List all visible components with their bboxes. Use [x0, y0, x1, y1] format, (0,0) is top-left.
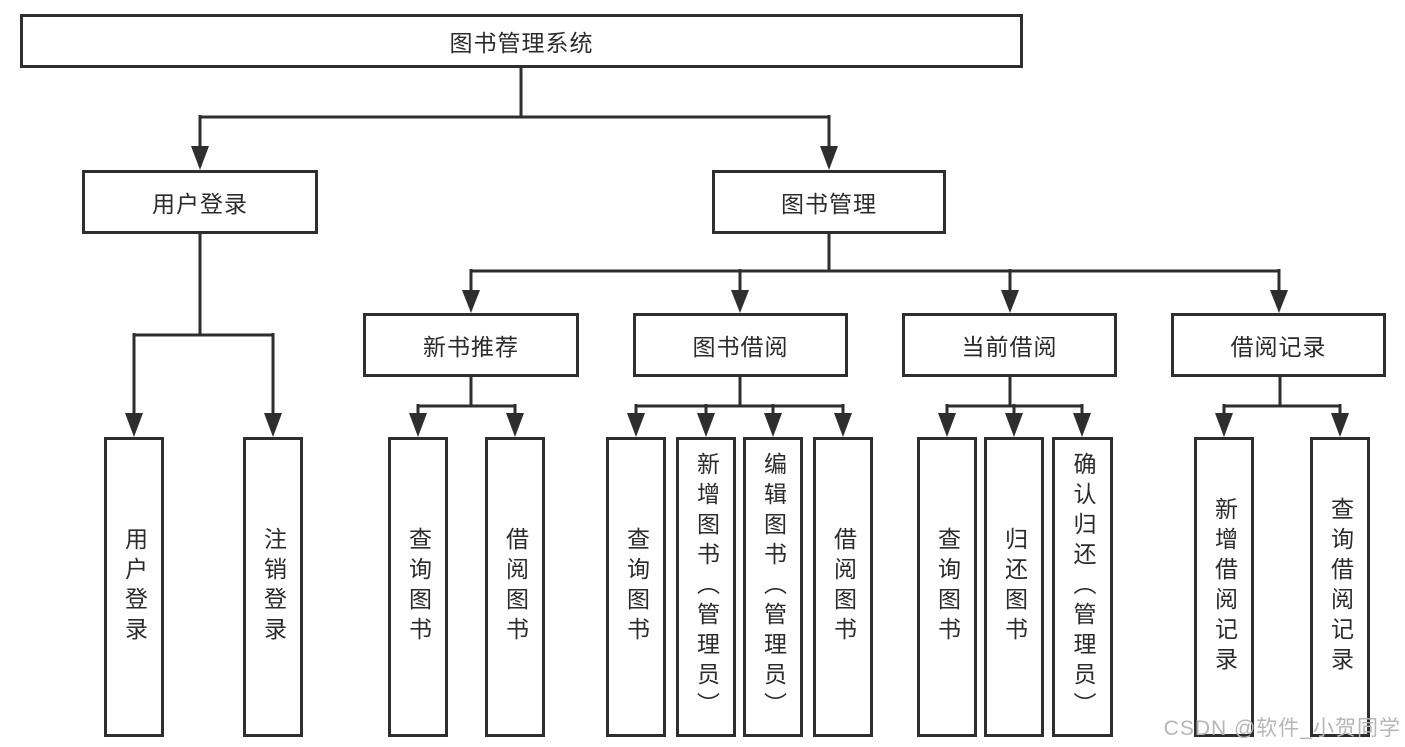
- leaf-bb-query-book: 查询图书: [606, 437, 666, 737]
- leaf-cb-return-book-label: 归还图书: [1001, 527, 1028, 647]
- node-current-borrowing-label: 当前借阅: [961, 334, 1058, 360]
- leaf-nbr-query-book: 查询图书: [388, 437, 448, 737]
- leaf-nbr-borrow-book: 借阅图书: [485, 437, 545, 737]
- node-current-borrowing: 当前借阅: [902, 313, 1117, 377]
- leaf-user-login: 用户登录: [104, 437, 164, 737]
- node-root: 图书管理系统: [20, 14, 1023, 68]
- leaf-bb-query-book-label: 查询图书: [623, 527, 650, 647]
- leaf-bb-borrow-book: 借阅图书: [813, 437, 873, 737]
- leaf-cb-return-book: 归还图书: [984, 437, 1044, 737]
- leaf-bb-add-book-admin-label: 新增图书（管理员）: [693, 452, 720, 722]
- leaf-logout: 注销登录: [243, 437, 303, 737]
- node-root-label: 图书管理系统: [449, 30, 594, 56]
- leaf-cb-query-book-label: 查询图书: [934, 527, 961, 647]
- leaf-cb-confirm-return-admin-label: 确认归还（管理员）: [1070, 452, 1096, 722]
- node-book-management-label: 图书管理: [781, 191, 877, 217]
- leaf-bb-add-book-admin: 新增图书（管理员）: [676, 437, 736, 737]
- leaf-bb-edit-book-admin: 编辑图书（管理员）: [743, 437, 803, 737]
- node-user-login: 用户登录: [82, 170, 318, 234]
- leaf-nbr-borrow-book-label: 借阅图书: [502, 527, 529, 647]
- leaf-cb-confirm-return-admin: 确认归还（管理员）: [1052, 437, 1113, 737]
- node-borrowing-records-label: 借阅记录: [1230, 334, 1327, 360]
- leaf-bb-edit-book-admin-label: 编辑图书（管理员）: [760, 452, 787, 722]
- leaf-user-login-label: 用户登录: [121, 527, 148, 647]
- node-borrowing-records: 借阅记录: [1171, 313, 1386, 377]
- leaf-logout-label: 注销登录: [260, 527, 287, 647]
- node-new-book-recommend-label: 新书推荐: [423, 334, 519, 360]
- leaf-br-add-record-label: 新增借阅记录: [1211, 497, 1238, 677]
- leaf-bb-borrow-book-label: 借阅图书: [830, 527, 857, 647]
- leaf-nbr-query-book-label: 查询图书: [405, 527, 432, 647]
- leaf-br-query-record: 查询借阅记录: [1310, 437, 1370, 737]
- leaf-cb-query-book: 查询图书: [917, 437, 977, 737]
- node-book-borrowing-label: 图书借阅: [692, 334, 789, 360]
- leaf-br-add-record: 新增借阅记录: [1194, 437, 1254, 737]
- node-book-borrowing: 图书借阅: [633, 313, 848, 377]
- node-user-login-label: 用户登录: [152, 191, 248, 217]
- node-book-management: 图书管理: [712, 170, 946, 234]
- node-new-book-recommend: 新书推荐: [363, 313, 579, 377]
- watermark-text: CSDN @软件_小贺同学: [1163, 717, 1401, 740]
- leaf-br-query-record-label: 查询借阅记录: [1327, 497, 1354, 677]
